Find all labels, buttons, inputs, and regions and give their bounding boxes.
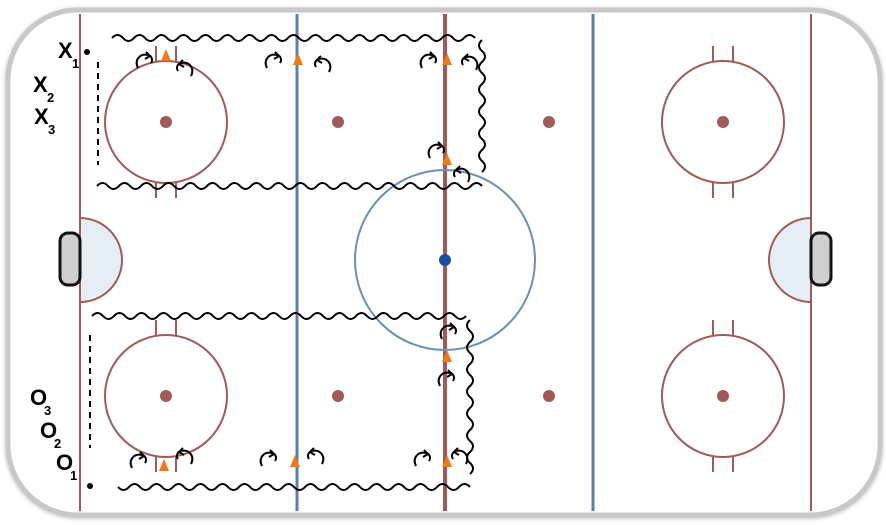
player-number: 1: [72, 56, 79, 71]
pivot-arrow-icon: [439, 322, 457, 340]
pivot-arrow-icon: [437, 369, 455, 387]
right-net: [809, 231, 833, 287]
pivot-arrow-icon: [135, 51, 153, 69]
right-bottom-faceoff-circle: [661, 320, 785, 472]
skating-paths: [91, 34, 486, 491]
pivot-arrow-icon: [413, 449, 431, 467]
cone-icon: [161, 49, 171, 61]
right-top-faceoff-circle: [661, 46, 785, 198]
left-net: [58, 231, 82, 287]
cone-icon: [442, 350, 452, 362]
pivot-arrow-icon: [176, 59, 194, 77]
pivot-arrow-icon: [453, 165, 471, 183]
cones: [159, 49, 452, 471]
pivot-arrow-icon: [419, 51, 437, 69]
left-bottom-faceoff-circle: [104, 320, 228, 472]
pivot-arrows: [129, 51, 479, 469]
player-symbol: O: [30, 385, 47, 410]
player-marker: O2: [40, 418, 61, 451]
cone-icon: [442, 53, 452, 65]
cone-icon: [442, 153, 452, 165]
skate-path-top-return: [96, 182, 483, 190]
player-number: 3: [44, 403, 51, 418]
cone-icon: [159, 459, 169, 471]
pivot-arrow-icon: [129, 451, 147, 469]
center-faceoff-dot: [439, 254, 451, 266]
pivot-arrow-icon: [451, 447, 469, 465]
right-crease: [768, 216, 812, 304]
player-number: 1: [70, 468, 77, 483]
player-number: 3: [48, 122, 55, 137]
neutral-dot-bottom-left: [332, 390, 344, 402]
cone-icon: [293, 53, 303, 65]
player-symbol: X: [34, 104, 49, 129]
right-bottom-faceoff-dot: [717, 390, 729, 402]
center-circle: [354, 169, 536, 351]
pivot-arrow-icon: [176, 447, 194, 465]
puck-dot-bottom: [87, 483, 93, 489]
player-number: 2: [47, 90, 54, 105]
cone-icon: [290, 455, 300, 467]
left-crease: [79, 216, 123, 304]
player-marker: O3: [30, 385, 51, 418]
puck-dot-top: [84, 49, 90, 55]
left-top-faceoff-dot: [160, 116, 172, 128]
player-symbol: X: [33, 72, 48, 97]
neutral-dot-top-left: [332, 116, 344, 128]
right-top-faceoff-dot: [717, 116, 729, 128]
pivot-arrow-icon: [314, 55, 332, 73]
player-marker: X3: [34, 104, 55, 137]
skate-path-top-1: [111, 34, 476, 42]
player-marker: X2: [33, 72, 54, 105]
player-marker: X1: [58, 38, 79, 71]
pivot-arrow-icon: [461, 53, 479, 71]
skate-path-top-right-down: [478, 39, 486, 173]
player-symbol: X: [58, 38, 73, 63]
pivot-arrow-icon: [427, 141, 445, 159]
player-number: 2: [54, 436, 61, 451]
player-symbol: O: [56, 450, 73, 475]
skate-path-bottom-right-down: [466, 319, 474, 475]
skate-path-bottom-return: [117, 483, 471, 491]
player-symbol: O: [40, 418, 57, 443]
pivot-arrow-icon: [307, 447, 325, 465]
pivot-arrow-icon: [259, 449, 277, 467]
cone-icon: [442, 455, 452, 467]
neutral-dot-top-right: [543, 116, 555, 128]
left-bottom-faceoff-dot: [160, 390, 172, 402]
skate-path-bottom-1: [91, 312, 467, 320]
neutral-dot-bottom-right: [543, 390, 555, 402]
pivot-arrow-icon: [264, 51, 282, 69]
player-marker: O1: [56, 450, 77, 483]
